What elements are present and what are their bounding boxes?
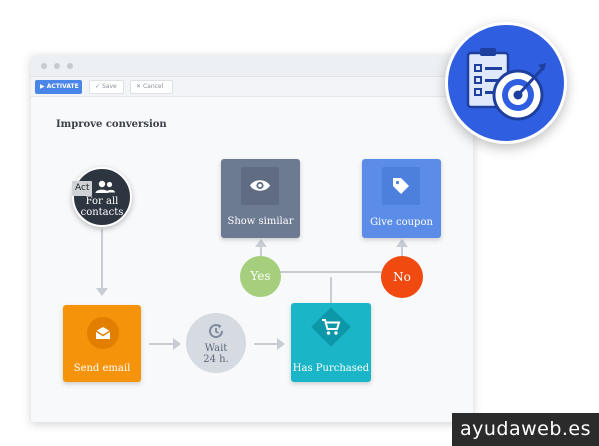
editor-toolbar: ▶ ACTIVATE ✓ Save ✕ Cancel <box>31 77 473 97</box>
connector-yes-similar <box>260 245 262 257</box>
show-similar-label: Show similar <box>227 216 294 227</box>
close-icon: ✕ <box>136 83 142 90</box>
connector-purchased-branch <box>330 277 332 303</box>
email-icon-bg <box>87 317 119 349</box>
users-icon <box>95 180 115 193</box>
send-email-label: Send email <box>73 363 131 374</box>
contacts-line2: contacts <box>80 207 124 218</box>
window-dot <box>54 63 60 69</box>
site-watermark: ayudaweb.es <box>452 413 599 446</box>
contacts-line1: For all <box>85 196 119 207</box>
eye-icon-bg <box>241 167 279 205</box>
act-tooltip: Act <box>72 181 93 196</box>
branch-yes-badge[interactable]: Yes <box>240 256 281 297</box>
delay-node-wait[interactable]: Wait 24 h. <box>186 313 246 373</box>
action-node-give-coupon[interactable]: Give coupon <box>362 159 441 238</box>
window-titlebar <box>31 55 473 77</box>
has-purchased-label: Has Purchased <box>292 363 370 374</box>
arrow-head <box>96 288 108 296</box>
give-coupon-label: Give coupon <box>370 217 433 228</box>
save-button[interactable]: ✓ Save <box>89 80 124 94</box>
condition-node-has-purchased[interactable]: Has Purchased <box>291 303 371 382</box>
activate-label: ACTIVATE <box>46 83 79 90</box>
check-icon: ✓ <box>95 83 101 90</box>
trigger-node-contacts[interactable]: For all contacts <box>72 167 132 227</box>
connector-contacts-email <box>101 229 103 291</box>
clock-icon <box>209 324 224 339</box>
checklist-target-icon <box>466 48 546 121</box>
arrow-head <box>255 239 267 247</box>
window-dot <box>67 63 73 69</box>
envelope-icon <box>95 327 111 339</box>
tag-icon <box>393 178 409 194</box>
cart-icon <box>322 319 341 335</box>
eye-icon <box>250 180 270 191</box>
connector-branch-horizontal <box>260 271 402 273</box>
activate-button[interactable]: ▶ ACTIVATE <box>35 80 82 94</box>
save-label: Save <box>101 83 117 90</box>
arrow-head <box>396 239 408 247</box>
branch-no-badge[interactable]: No <box>381 256 423 298</box>
tag-icon-bg <box>382 167 420 205</box>
arrow-head <box>173 338 181 350</box>
page-title: Improve conversion <box>56 119 167 130</box>
window-dot <box>41 63 47 69</box>
action-node-send-email[interactable]: Send email <box>63 305 141 382</box>
cancel-button[interactable]: ✕ Cancel <box>130 80 173 94</box>
wait-line2: 24 h. <box>203 354 229 365</box>
wait-line1: Wait <box>204 343 228 354</box>
play-icon: ▶ <box>40 83 45 90</box>
connector-wait-purchased <box>254 343 279 345</box>
action-node-show-similar[interactable]: Show similar <box>221 159 300 238</box>
arrow-head <box>277 338 285 350</box>
connector-email-wait <box>149 343 175 345</box>
connector-no-coupon <box>401 245 403 257</box>
cancel-label: Cancel <box>142 83 164 90</box>
goal-badge <box>445 22 567 144</box>
